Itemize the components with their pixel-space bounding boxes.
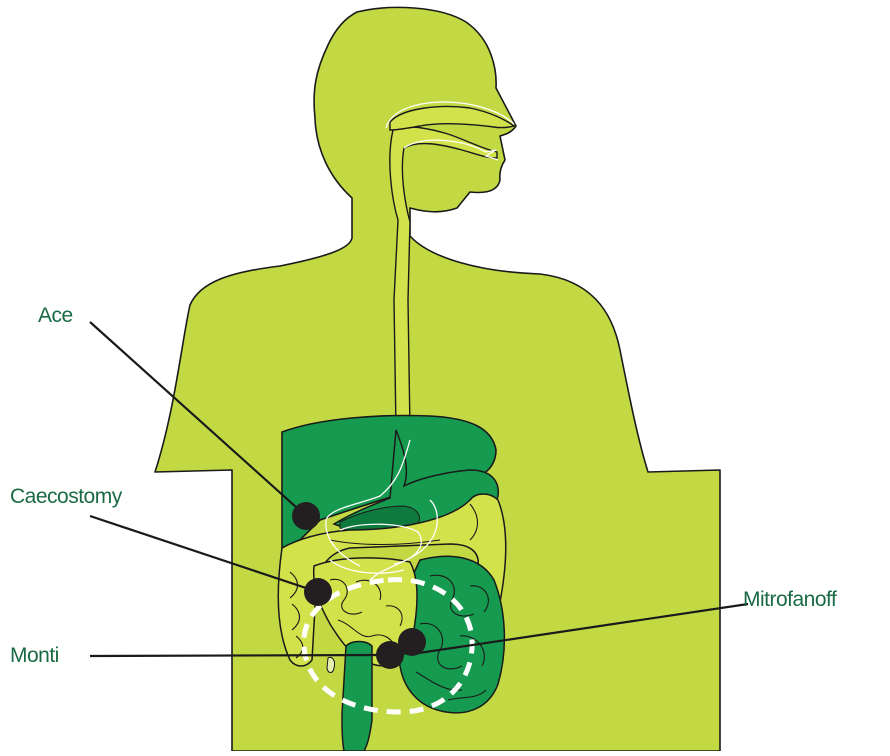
label-ace: Ace: [38, 304, 73, 328]
rectum: [342, 642, 372, 752]
stoma-dot-monti: [376, 641, 404, 669]
stoma-dot-caecostomy: [304, 578, 332, 606]
leader-line-monti: [90, 655, 390, 656]
stoma-dot-ace: [292, 502, 320, 530]
appendix: [327, 657, 335, 672]
label-caecostomy: Caecostomy: [10, 485, 122, 509]
label-monti: Monti: [10, 644, 59, 668]
label-mitrofanoff: Mitrofanoff: [743, 588, 836, 612]
